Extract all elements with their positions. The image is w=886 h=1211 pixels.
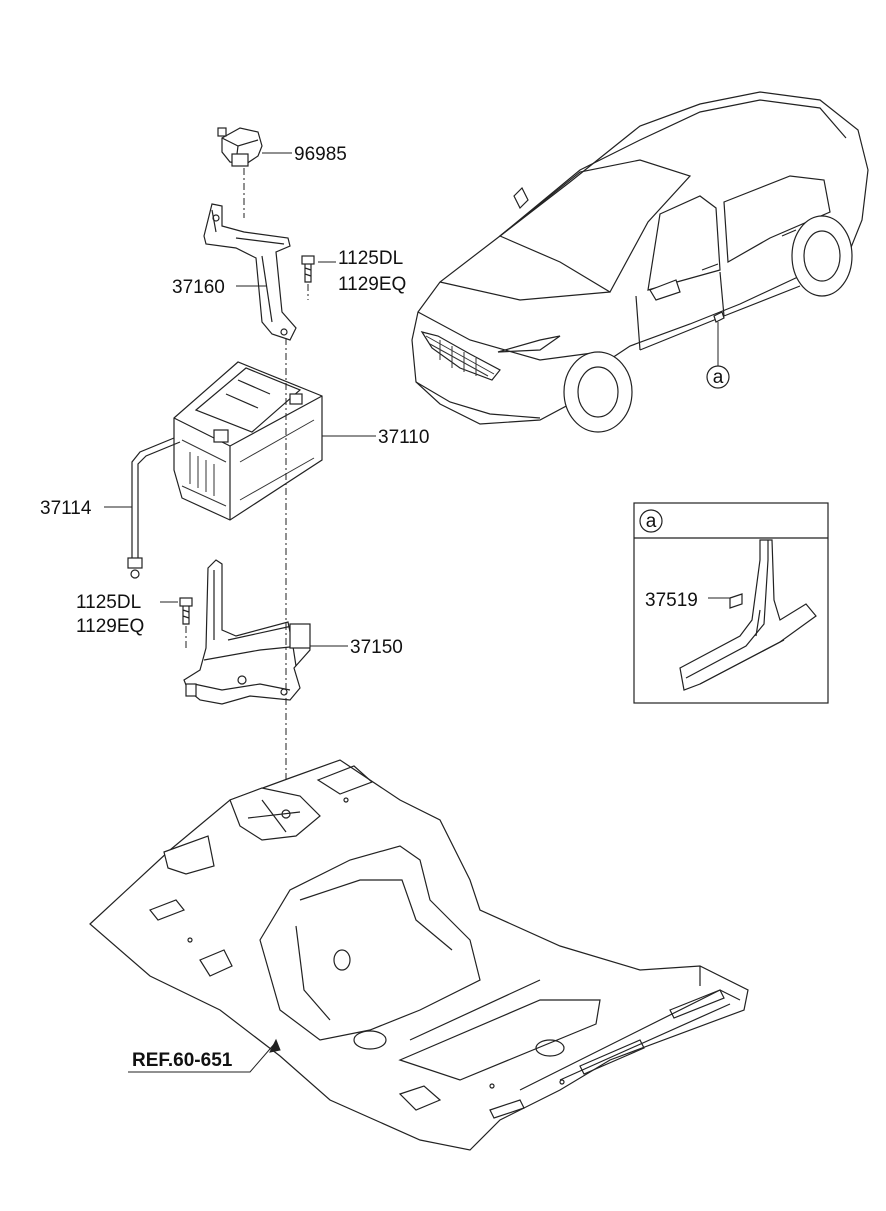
part-label-96985: 96985 (294, 144, 347, 165)
callout-marker-car (706, 365, 730, 389)
reference-label: REF.60-651 (132, 1050, 233, 1071)
callout-marker-car-label: a (713, 367, 724, 388)
reference-callout (128, 1038, 281, 1073)
bracket-part (203, 203, 297, 341)
battery-part (173, 361, 323, 521)
bolt-bottom (179, 597, 193, 625)
floor-panel (89, 759, 749, 1151)
bolt-top (301, 255, 315, 283)
detail-label-part (729, 593, 743, 609)
part-label-37160: 37160 (172, 277, 225, 298)
detail-box-marker-label: a (646, 511, 657, 532)
part-label-bolt-bottom-b: 1129EQ (76, 616, 144, 637)
detail-box: a (633, 502, 829, 704)
sensor-cable-part (127, 437, 181, 579)
part-label-37110: 37110 (378, 427, 429, 448)
part-label-bolt-top-b: 1129EQ (338, 274, 406, 295)
relay-part (217, 127, 263, 167)
part-label-37114: 37114 (40, 498, 92, 519)
battery-tray-part (183, 559, 311, 705)
part-label-bolt-top-a: 1125DL (338, 248, 403, 269)
car-illustration (411, 91, 869, 433)
detail-box-marker (639, 509, 663, 533)
part-label-37519: 37519 (645, 590, 698, 611)
part-label-37150: 37150 (350, 637, 403, 658)
part-label-bolt-bottom-a: 1125DL (76, 592, 141, 613)
